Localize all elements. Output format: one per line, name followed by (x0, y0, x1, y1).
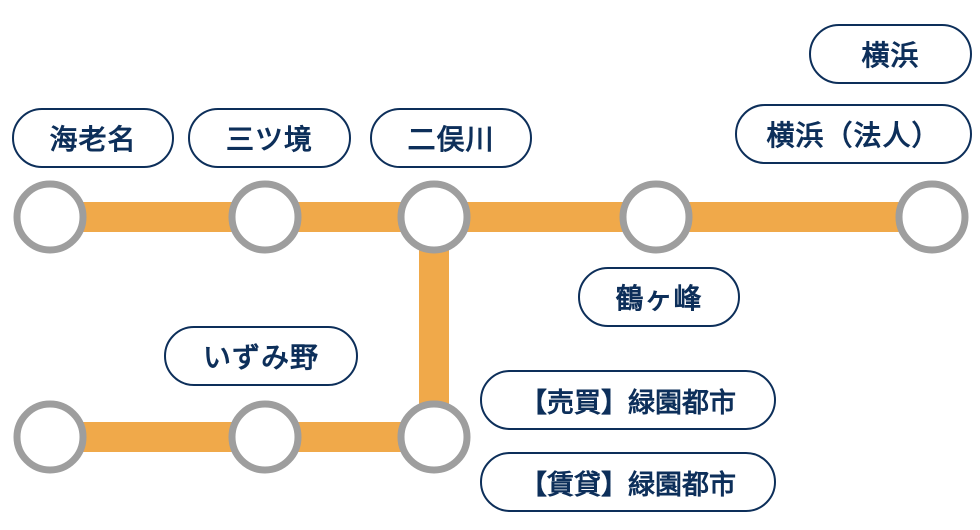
station-label-mitsukyo[interactable]: 三ツ境 (188, 108, 351, 168)
station-label-yokohama[interactable]: 横浜 (809, 24, 972, 84)
node-ryokuentoshi[interactable] (397, 400, 471, 474)
node-ebina[interactable] (13, 180, 87, 254)
station-label-izumino[interactable]: いずみ野 (164, 326, 358, 386)
station-label-yokohama-corporate[interactable]: 横浜（法人） (735, 104, 972, 164)
station-label-ryokuentoshi-sales[interactable]: 【売買】緑園都市 (480, 370, 776, 430)
node-mitsukyo[interactable] (228, 180, 302, 254)
station-label-tsurugamine[interactable]: 鶴ヶ峰 (578, 267, 740, 327)
node-futamatagawa[interactable] (397, 180, 471, 254)
station-label-ryokuentoshi-rental[interactable]: 【賃貸】緑園都市 (480, 452, 776, 512)
station-label-futamatagawa[interactable]: 二俣川 (370, 108, 532, 168)
station-label-ebina[interactable]: 海老名 (12, 108, 174, 168)
node-yokohama[interactable] (895, 180, 969, 254)
node-tsurugamine[interactable] (619, 180, 693, 254)
node-branch-start[interactable] (13, 400, 87, 474)
node-izumino[interactable] (228, 400, 302, 474)
nodes-layer (13, 180, 969, 474)
